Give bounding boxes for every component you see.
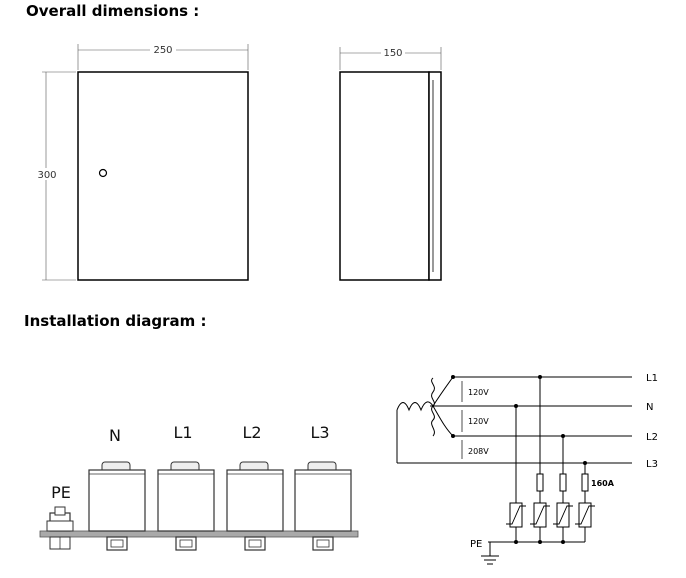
- width-dimension-label: 250: [153, 45, 172, 56]
- module-n-screw-head: [110, 539, 124, 548]
- junction-source-l2: [451, 434, 455, 438]
- height-label-bg: [36, 168, 58, 180]
- enclosure-door-edge: [428, 71, 442, 281]
- module-l2-body: [226, 469, 284, 532]
- wiring-schematic: 120V 120V 208V L1 N L2 L3 160A: [396, 373, 658, 565]
- pe-clamp-base: [46, 520, 74, 532]
- width-label-bg: [150, 43, 176, 55]
- voltage-label-1: 120V: [468, 388, 489, 397]
- module-n: [88, 461, 146, 551]
- installation-diagram-heading: Installation diagram :: [24, 312, 207, 330]
- overall-dimensions-heading: Overall dimensions :: [26, 2, 199, 20]
- fuse-l3-icon: [581, 473, 589, 492]
- module-l2: [226, 461, 284, 551]
- line-label-n: N: [646, 402, 653, 413]
- enclosure-side-view: 150: [339, 46, 442, 281]
- terminal-label-l3: L3: [310, 423, 329, 442]
- module-l1: [157, 461, 215, 551]
- varistor-l2-icon: [553, 502, 573, 528]
- door-lock-icon: [98, 168, 108, 178]
- module-l3-body: [294, 469, 352, 532]
- pe-screw-icon: [54, 506, 66, 516]
- line-label-l1: L1: [646, 373, 658, 384]
- line-label-l2: L2: [646, 432, 658, 443]
- ground-icon: [481, 542, 499, 565]
- enclosure-front-view: 250 300: [36, 43, 249, 281]
- terminal-label-pe: PE: [51, 483, 71, 502]
- pe-schematic-label: PE: [470, 539, 482, 550]
- height-dimension-label: 300: [37, 170, 56, 181]
- module-l1-body: [157, 469, 215, 532]
- fuse-l2-icon: [559, 473, 567, 492]
- terminal-label-l1: L1: [173, 423, 192, 442]
- junction-pe-l2: [561, 540, 565, 544]
- module-l3: [294, 461, 352, 551]
- junction-pe-n: [514, 540, 518, 544]
- depth-label-bg: [381, 46, 405, 58]
- module-l1-screw-head: [179, 539, 193, 548]
- voltage-label-2: 120V: [468, 417, 489, 426]
- terminal-block: N L1 L2 L3 PE: [39, 423, 359, 551]
- varistor-l3-icon: [575, 502, 595, 528]
- module-l2-screw-head: [248, 539, 262, 548]
- module-l3-screw-head: [316, 539, 330, 548]
- source-coil-icon: [396, 401, 434, 412]
- voltage-label-3: 208V: [468, 447, 489, 456]
- varistor-n-icon: [506, 502, 526, 528]
- source-link-l2: [432, 405, 454, 437]
- terminal-label-l2: L2: [242, 423, 261, 442]
- source-link-l1: [432, 376, 454, 407]
- fuse-rating-label: 160A: [591, 479, 615, 488]
- junction-source-l1: [451, 375, 455, 379]
- coil-upper-icon: [431, 377, 435, 407]
- din-rail: [39, 530, 359, 538]
- coil-lower-icon: [431, 405, 435, 437]
- module-n-body: [88, 469, 146, 532]
- varistor-l1-icon: [530, 502, 550, 528]
- terminal-label-n: N: [109, 426, 121, 445]
- enclosure-front-outline: [77, 71, 249, 281]
- pe-terminal: [46, 506, 74, 550]
- enclosure-side-body: [339, 71, 430, 281]
- line-label-l3: L3: [646, 459, 658, 470]
- depth-dimension-label: 150: [383, 48, 402, 59]
- fuse-l1-icon: [536, 473, 544, 492]
- junction-pe-l1: [538, 540, 542, 544]
